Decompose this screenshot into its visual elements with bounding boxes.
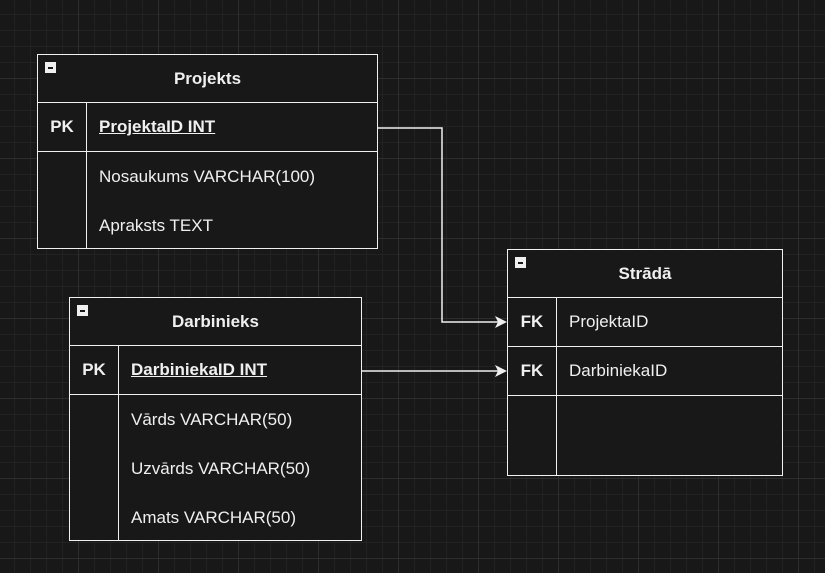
collapse-icon[interactable] [515, 257, 526, 268]
entity-strada[interactable]: Strādā FK ProjektaID FK DarbiniekaID [507, 249, 783, 476]
foreign-key-field: ProjektaID [569, 312, 649, 331]
foreign-key-row[interactable]: FK ProjektaID [508, 298, 782, 347]
attribute-field: Amats VARCHAR(50) [131, 507, 296, 527]
projekts-to-strada-connector[interactable] [377, 127, 507, 328]
collapse-icon[interactable] [77, 305, 88, 316]
entity-darbinieks[interactable]: Darbinieks PK DarbiniekaID INT Vārds VAR… [69, 297, 362, 541]
fk-label: FK [520, 312, 544, 331]
attribute-field: Nosaukums VARCHAR(100) [99, 166, 316, 186]
entity-title: Strādā [618, 263, 672, 283]
entity-header[interactable]: Projekts [38, 55, 377, 103]
primary-key-field: DarbiniekaID INT [131, 360, 268, 379]
entity-header[interactable]: Strādā [508, 250, 782, 298]
collapse-icon[interactable] [45, 62, 56, 73]
entity-title: Darbinieks [172, 311, 259, 331]
attribute-row[interactable]: Vārds VARCHAR(50) [70, 395, 361, 444]
key-column-divider [118, 346, 119, 540]
attribute-row[interactable]: Nosaukums VARCHAR(100) [38, 152, 377, 201]
entity-title: Projekts [173, 68, 242, 88]
attribute-row[interactable]: Amats VARCHAR(50) [70, 493, 361, 542]
foreign-key-row[interactable]: FK DarbiniekaID [508, 347, 782, 396]
attribute-field: Uzvārds VARCHAR(50) [131, 458, 311, 478]
entity-projekts[interactable]: Projekts PK ProjektaID INT Nosaukums VAR… [37, 54, 378, 249]
key-column-divider [86, 103, 87, 248]
primary-key-field: ProjektaID INT [99, 117, 216, 136]
attribute-row[interactable]: Uzvārds VARCHAR(50) [70, 444, 361, 493]
key-column-divider [556, 298, 557, 475]
fk-label: FK [520, 361, 544, 380]
attribute-field: Vārds VARCHAR(50) [131, 409, 293, 429]
foreign-key-field: DarbiniekaID [569, 361, 668, 380]
entity-header[interactable]: Darbinieks [70, 298, 361, 346]
pk-label: PK [50, 117, 74, 136]
attribute-row[interactable]: Apraksts TEXT [38, 201, 377, 250]
attribute-field: Apraksts TEXT [99, 215, 213, 235]
primary-key-row[interactable]: PK DarbiniekaID INT [70, 346, 361, 395]
pk-label: PK [82, 360, 106, 379]
primary-key-row[interactable]: PK ProjektaID INT [38, 103, 377, 152]
empty-row[interactable] [508, 396, 782, 445]
